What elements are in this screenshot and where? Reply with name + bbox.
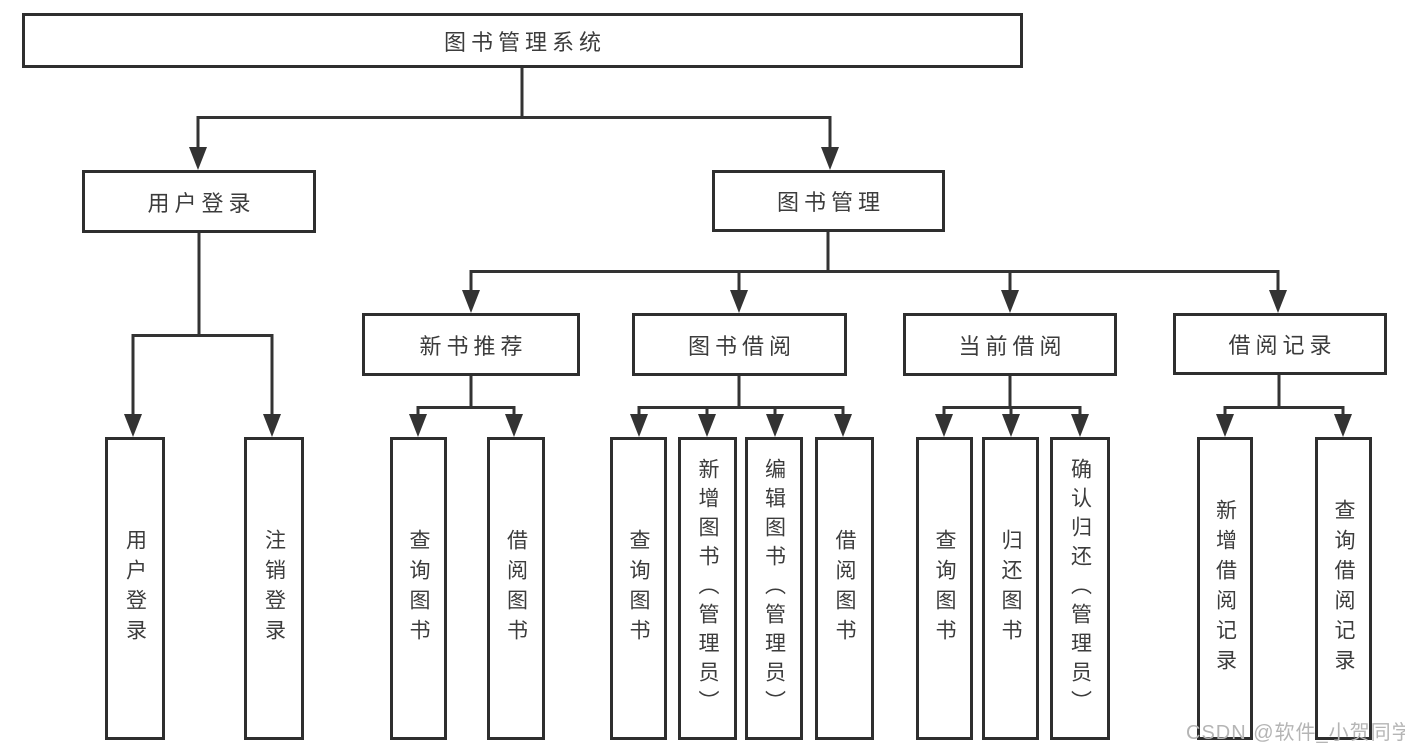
edge-root-to-level2 <box>189 68 839 170</box>
node-new-book-recommend: 新书推荐 <box>362 313 580 376</box>
leaf-edit-book-admin: 编辑图书（管理员） <box>745 437 803 740</box>
edge-bookborrow-to-leaves <box>630 376 852 437</box>
edge-userlogin-to-leaves <box>124 233 281 437</box>
leaf-add-book-admin: 新增图书（管理员） <box>678 437 737 740</box>
leaf-query-borrow-record: 查询借阅记录 <box>1315 437 1372 740</box>
node-current-borrow: 当前借阅 <box>903 313 1117 376</box>
leaf-borrow-book-recommend: 借阅图书 <box>487 437 545 740</box>
leaf-add-borrow-record: 新增借阅记录 <box>1197 437 1253 740</box>
leaf-borrow-book: 借阅图书 <box>815 437 874 740</box>
leaf-query-book-current: 查询图书 <box>916 437 973 740</box>
leaf-logout-login: 注销登录 <box>244 437 304 740</box>
edge-bookmgmt-to-level3 <box>462 232 1287 313</box>
leaf-confirm-return-admin: 确认归还（管理员） <box>1050 437 1110 740</box>
leaf-query-book-recommend: 查询图书 <box>390 437 447 740</box>
edge-borrowrecord-to-leaves <box>1216 375 1352 437</box>
node-book-borrow: 图书借阅 <box>632 313 847 376</box>
leaf-query-book-borrow: 查询图书 <box>610 437 667 740</box>
leaf-user-login: 用户登录 <box>105 437 165 740</box>
edge-currentborrow-to-leaves <box>935 376 1089 437</box>
edge-newbookrec-to-leaves <box>409 376 523 437</box>
node-library-management-system: 图书管理系统 <box>22 13 1023 68</box>
node-user-login: 用户登录 <box>82 170 316 233</box>
node-book-management: 图书管理 <box>712 170 945 232</box>
leaf-return-book: 归还图书 <box>982 437 1039 740</box>
csdn-watermark: CSDN @软件_小贺同学 <box>1186 722 1405 744</box>
node-borrow-record: 借阅记录 <box>1173 313 1387 375</box>
